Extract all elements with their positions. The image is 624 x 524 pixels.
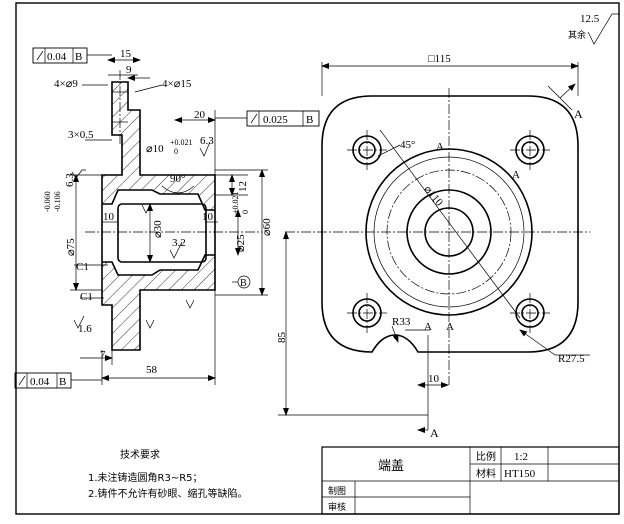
- dim-15: 15: [120, 48, 132, 60]
- roughness-63-right: 6.3: [200, 135, 214, 147]
- notes-title: 技术要求: [120, 448, 160, 461]
- roughness-16: 1.6: [78, 323, 92, 335]
- dim-bore-10: ⌀10: [146, 143, 164, 155]
- dim-30: ⌀30: [152, 220, 164, 238]
- dim-75-tol-lower: -0.106: [53, 191, 62, 212]
- svg-text:0.04: 0.04: [47, 51, 67, 63]
- svg-text:B: B: [306, 114, 313, 126]
- svg-text:B: B: [75, 51, 82, 63]
- material-value: HT150: [504, 468, 536, 480]
- technical-notes: 技术要求 1.未注铸造圆角R3~R5； 2.铸件不允许有砂眼、缩孔等缺陷。: [88, 448, 248, 500]
- square-size: □115: [428, 53, 451, 65]
- chamfer-c1-lower: C1: [80, 291, 93, 303]
- dim-20: 20: [194, 109, 206, 121]
- title-block: 端盖 比例 1:2 材料 HT150 制图 审核: [321, 446, 620, 515]
- dim-r33: R33: [392, 316, 411, 328]
- dim-3x05: 3×0.5: [68, 129, 94, 141]
- dim-85: 85: [276, 332, 288, 344]
- angle-90: 90°: [170, 173, 185, 185]
- dim-110: ⌀110: [421, 183, 445, 208]
- tolerance-frame-top: 0.04 B: [32, 47, 112, 64]
- material-label: 材料: [476, 467, 496, 480]
- datum-b-label: B: [240, 278, 247, 289]
- section-a-low-1: A: [424, 321, 432, 333]
- notes-item-1: 1.未注铸造圆角R3~R5；: [88, 471, 203, 484]
- dim-10-left: 10: [103, 211, 115, 223]
- tolerance-frame-bottom: 0.04 B: [14, 372, 102, 389]
- bolt-hole-top-left: [347, 130, 387, 170]
- section-a-mid: A: [436, 141, 444, 153]
- dim-7: 7: [100, 349, 106, 361]
- roughness-63-left: 6.3: [64, 173, 76, 187]
- section-a-bottom: A: [430, 426, 439, 440]
- dim-75-tol-upper: -0.060: [43, 191, 52, 212]
- drawn-label: 制图: [328, 485, 346, 497]
- dim-bore-10-lower: 0: [174, 147, 178, 156]
- dim-holes-15: 4×⌀15: [162, 78, 192, 90]
- scale-label: 比例: [476, 450, 496, 463]
- svg-text:12.5: 12.5: [580, 13, 600, 25]
- section-a-top: A: [574, 107, 583, 121]
- dim-75: ⌀75: [65, 238, 77, 256]
- tolerance-frame-mid: 0.025 B: [215, 110, 320, 127]
- dim-25: ⌀25: [235, 234, 247, 252]
- dim-25-tol-lower: 0: [241, 210, 250, 214]
- angle-45: 45°: [400, 139, 415, 151]
- dim-58: 58: [146, 364, 158, 376]
- dim-10-right: 10: [202, 211, 214, 223]
- drawing-border: [15, 2, 620, 515]
- dim-12: 12: [237, 181, 249, 192]
- dim-r275: R27.5: [558, 353, 585, 365]
- svg-text:其余: 其余: [568, 29, 586, 41]
- bolt-hole-top-right: [510, 130, 550, 170]
- notes-item-2: 2.铸件不允许有砂眼、缩孔等缺陷。: [88, 487, 248, 500]
- bolt-hole-bottom-left: [347, 293, 387, 333]
- section-a-right: A: [512, 169, 520, 181]
- roughness-other-symbol: 12.5 其余: [568, 13, 620, 45]
- front-view: □115 45° ⌀110 R33 R27.5 85 10 A A A A A …: [276, 53, 590, 440]
- svg-text:0.04: 0.04: [30, 376, 50, 388]
- scale-value: 1:2: [514, 451, 528, 463]
- part-name: 端盖: [378, 459, 404, 474]
- section-a-low-2: A: [446, 321, 454, 333]
- dim-9: 9: [126, 64, 132, 76]
- section-view: 15 9 4×⌀9 4×⌀15 20 3×0.5 ⌀10 +0.021 0 6.…: [43, 48, 273, 385]
- chamfer-c1-upper: C1: [76, 261, 89, 273]
- dim-25-tol-upper: +0.021: [231, 191, 240, 214]
- checked-label: 审核: [328, 501, 346, 513]
- svg-text:B: B: [59, 376, 66, 388]
- dim-bore-10-upper: +0.021: [170, 138, 193, 147]
- svg-text:0.025: 0.025: [263, 114, 288, 126]
- dim-10-bottom: 10: [428, 373, 440, 385]
- dim-holes-9: 4×⌀9: [54, 78, 78, 90]
- dim-60: ⌀60: [261, 218, 273, 236]
- roughness-32: 3.2: [172, 237, 186, 249]
